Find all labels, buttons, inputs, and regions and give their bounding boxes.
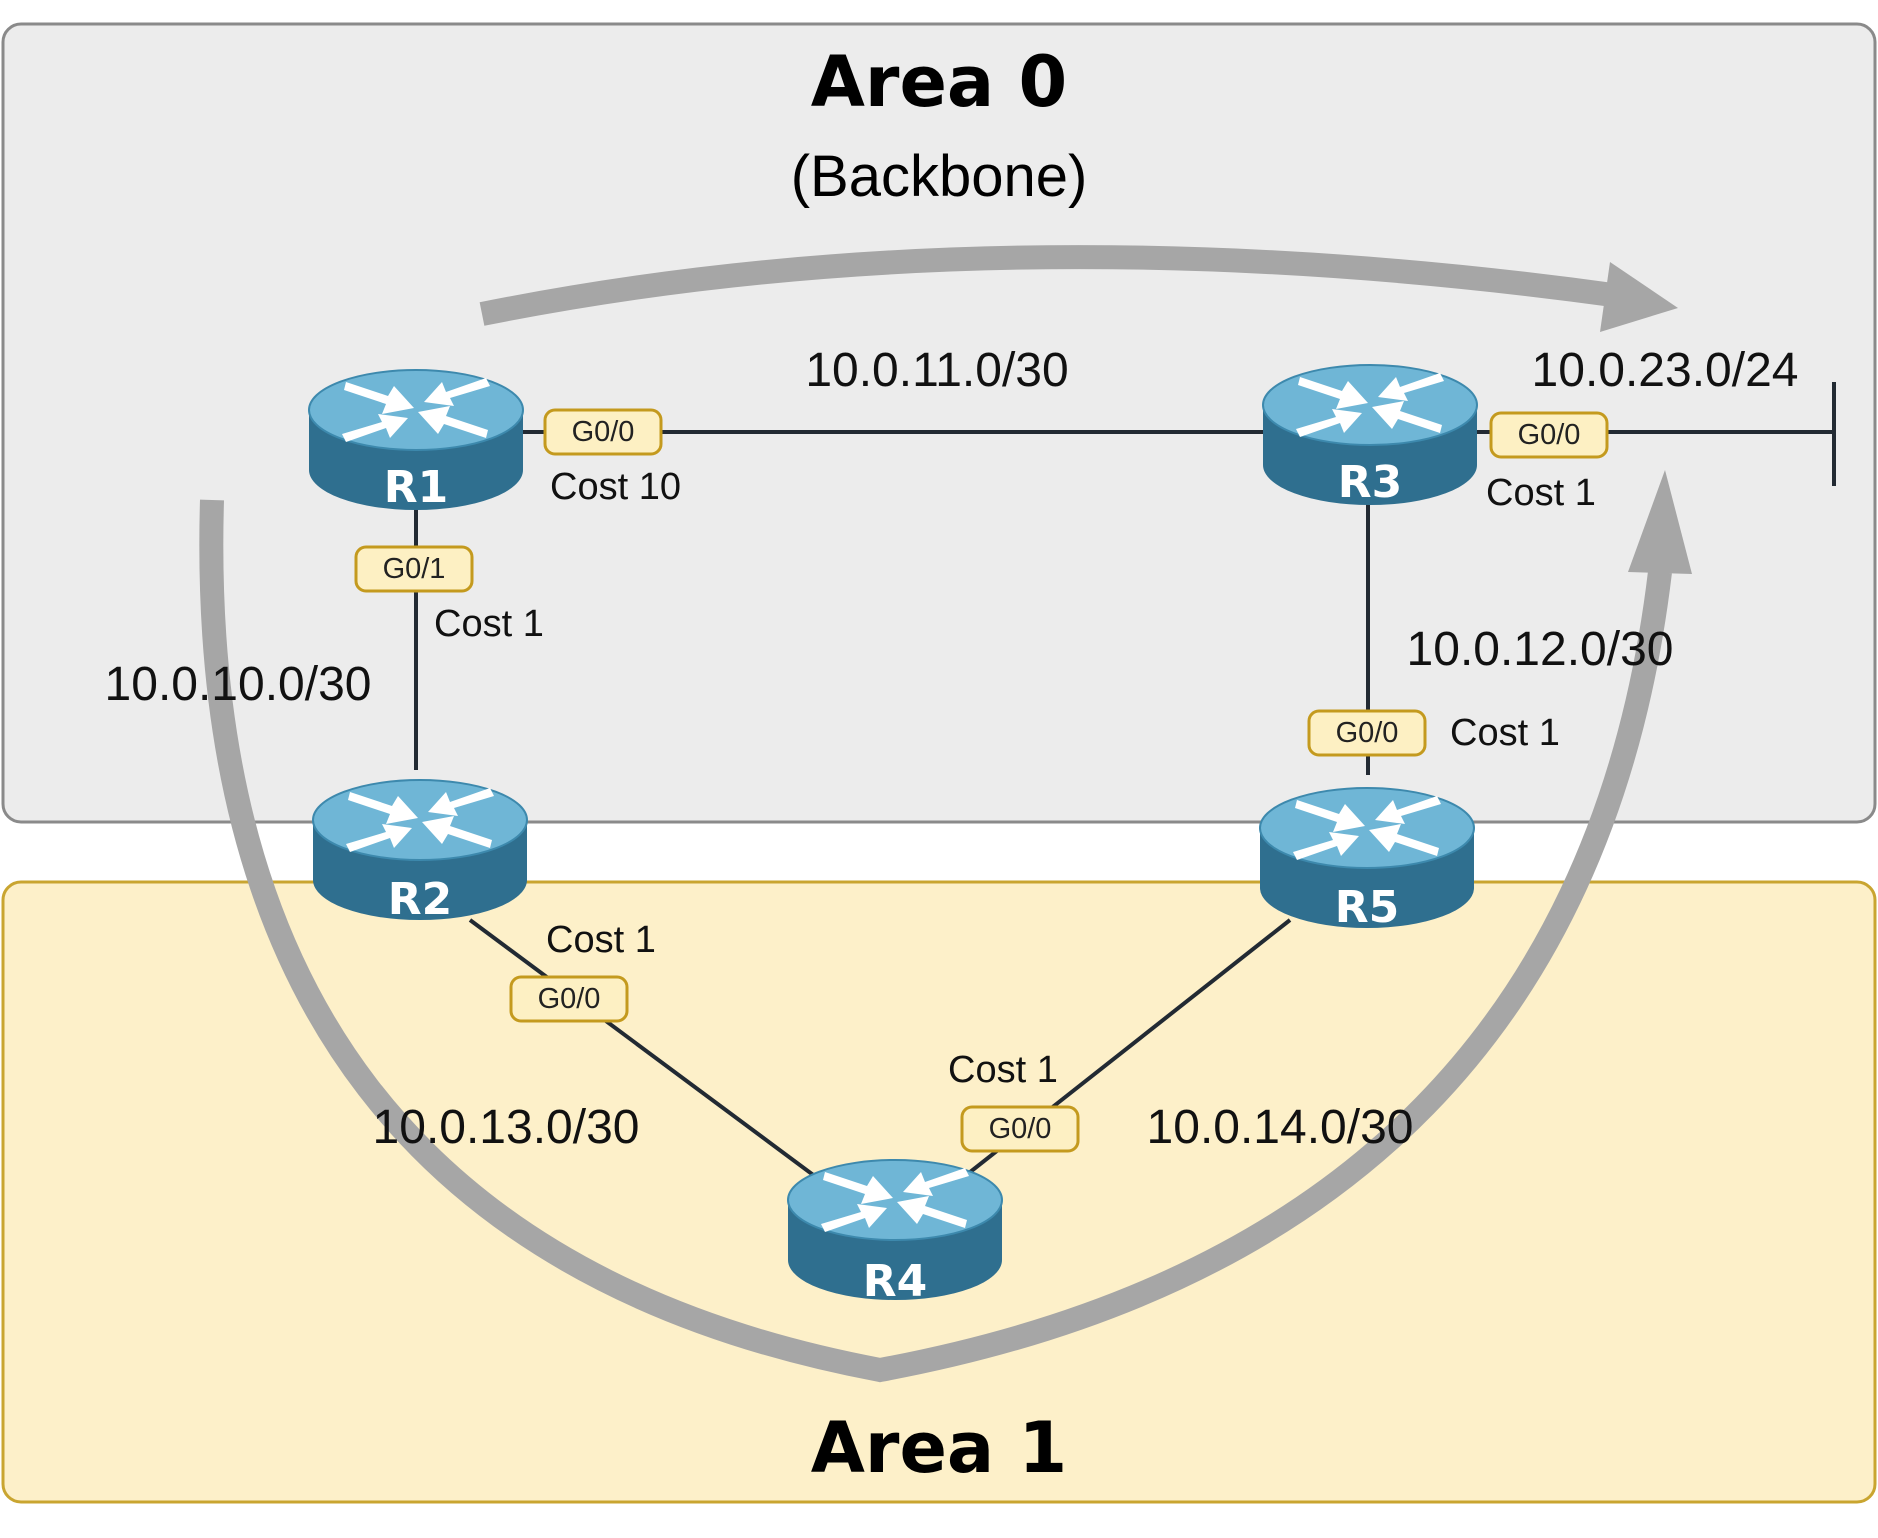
flow-arrow-top — [479, 245, 1622, 326]
router-r1[interactable]: R1 — [308, 369, 524, 513]
router-r1-name: R1 — [384, 462, 449, 513]
cost-label-r3-g00: Cost 1 — [1486, 472, 1596, 514]
cost-label-r2-g00: Cost 1 — [546, 919, 656, 961]
router-r4-name: R4 — [863, 1256, 928, 1307]
if-label: G0/0 — [572, 416, 635, 448]
if-label: G0/1 — [383, 553, 446, 585]
network-label-r2-r4: 10.0.13.0/30 — [373, 1101, 640, 1154]
traffic-flow-arrows — [199, 245, 1672, 1383]
if-label: G0/0 — [538, 983, 601, 1015]
interface-badge-r1-g01: G0/1 — [354, 545, 474, 593]
interface-badge-r4-g00: G0/0 — [960, 1105, 1080, 1153]
arrowhead-bottom — [1628, 470, 1692, 574]
arrowhead-top — [1600, 262, 1678, 332]
if-label: G0/0 — [1336, 717, 1399, 749]
interface-badge-r3-g00: G0/0 — [1489, 411, 1609, 459]
cost-label-r1-g01: Cost 1 — [434, 603, 544, 645]
if-label: G0/0 — [989, 1113, 1052, 1145]
network-label-r5-r4: 10.0.14.0/30 — [1147, 1101, 1414, 1154]
network-label-r1-r3: 10.0.11.0/30 — [805, 344, 1068, 397]
network-label-r3-r5: 10.0.12.0/30 — [1407, 623, 1674, 676]
area0-subtitle: (Backbone) — [791, 144, 1088, 209]
area0-title: Area 0 — [811, 41, 1067, 123]
area1-title: Area 1 — [811, 1407, 1067, 1489]
router-r3-name: R3 — [1338, 457, 1403, 508]
interface-badge-r1-g00: G0/0 — [543, 408, 663, 456]
flow-arrow-bottom — [199, 499, 1672, 1383]
router-r4[interactable]: R4 — [787, 1159, 1003, 1307]
router-r3[interactable]: R3 — [1262, 364, 1478, 508]
router-r2-name: R2 — [388, 874, 453, 925]
cost-label-r4-g00: Cost 1 — [948, 1049, 1058, 1091]
interface-badge-r5-g00: G0/0 — [1307, 709, 1427, 757]
router-r5-name: R5 — [1335, 882, 1400, 933]
router-r5[interactable]: R5 — [1259, 787, 1475, 933]
link-r2-r4 — [468, 918, 822, 1182]
interface-badge-r2-g00: G0/0 — [509, 975, 629, 1023]
router-r2[interactable]: R2 — [312, 779, 528, 925]
cost-label-r1-g00: Cost 10 — [550, 466, 681, 508]
if-label: G0/0 — [1518, 419, 1581, 451]
network-label-r3-lan: 10.0.23.0/24 — [1532, 344, 1799, 397]
cost-label-r5-g00: Cost 1 — [1450, 712, 1560, 754]
area0-region — [1, 22, 1877, 824]
network-label-r1-r2: 10.0.10.0/30 — [105, 658, 372, 711]
